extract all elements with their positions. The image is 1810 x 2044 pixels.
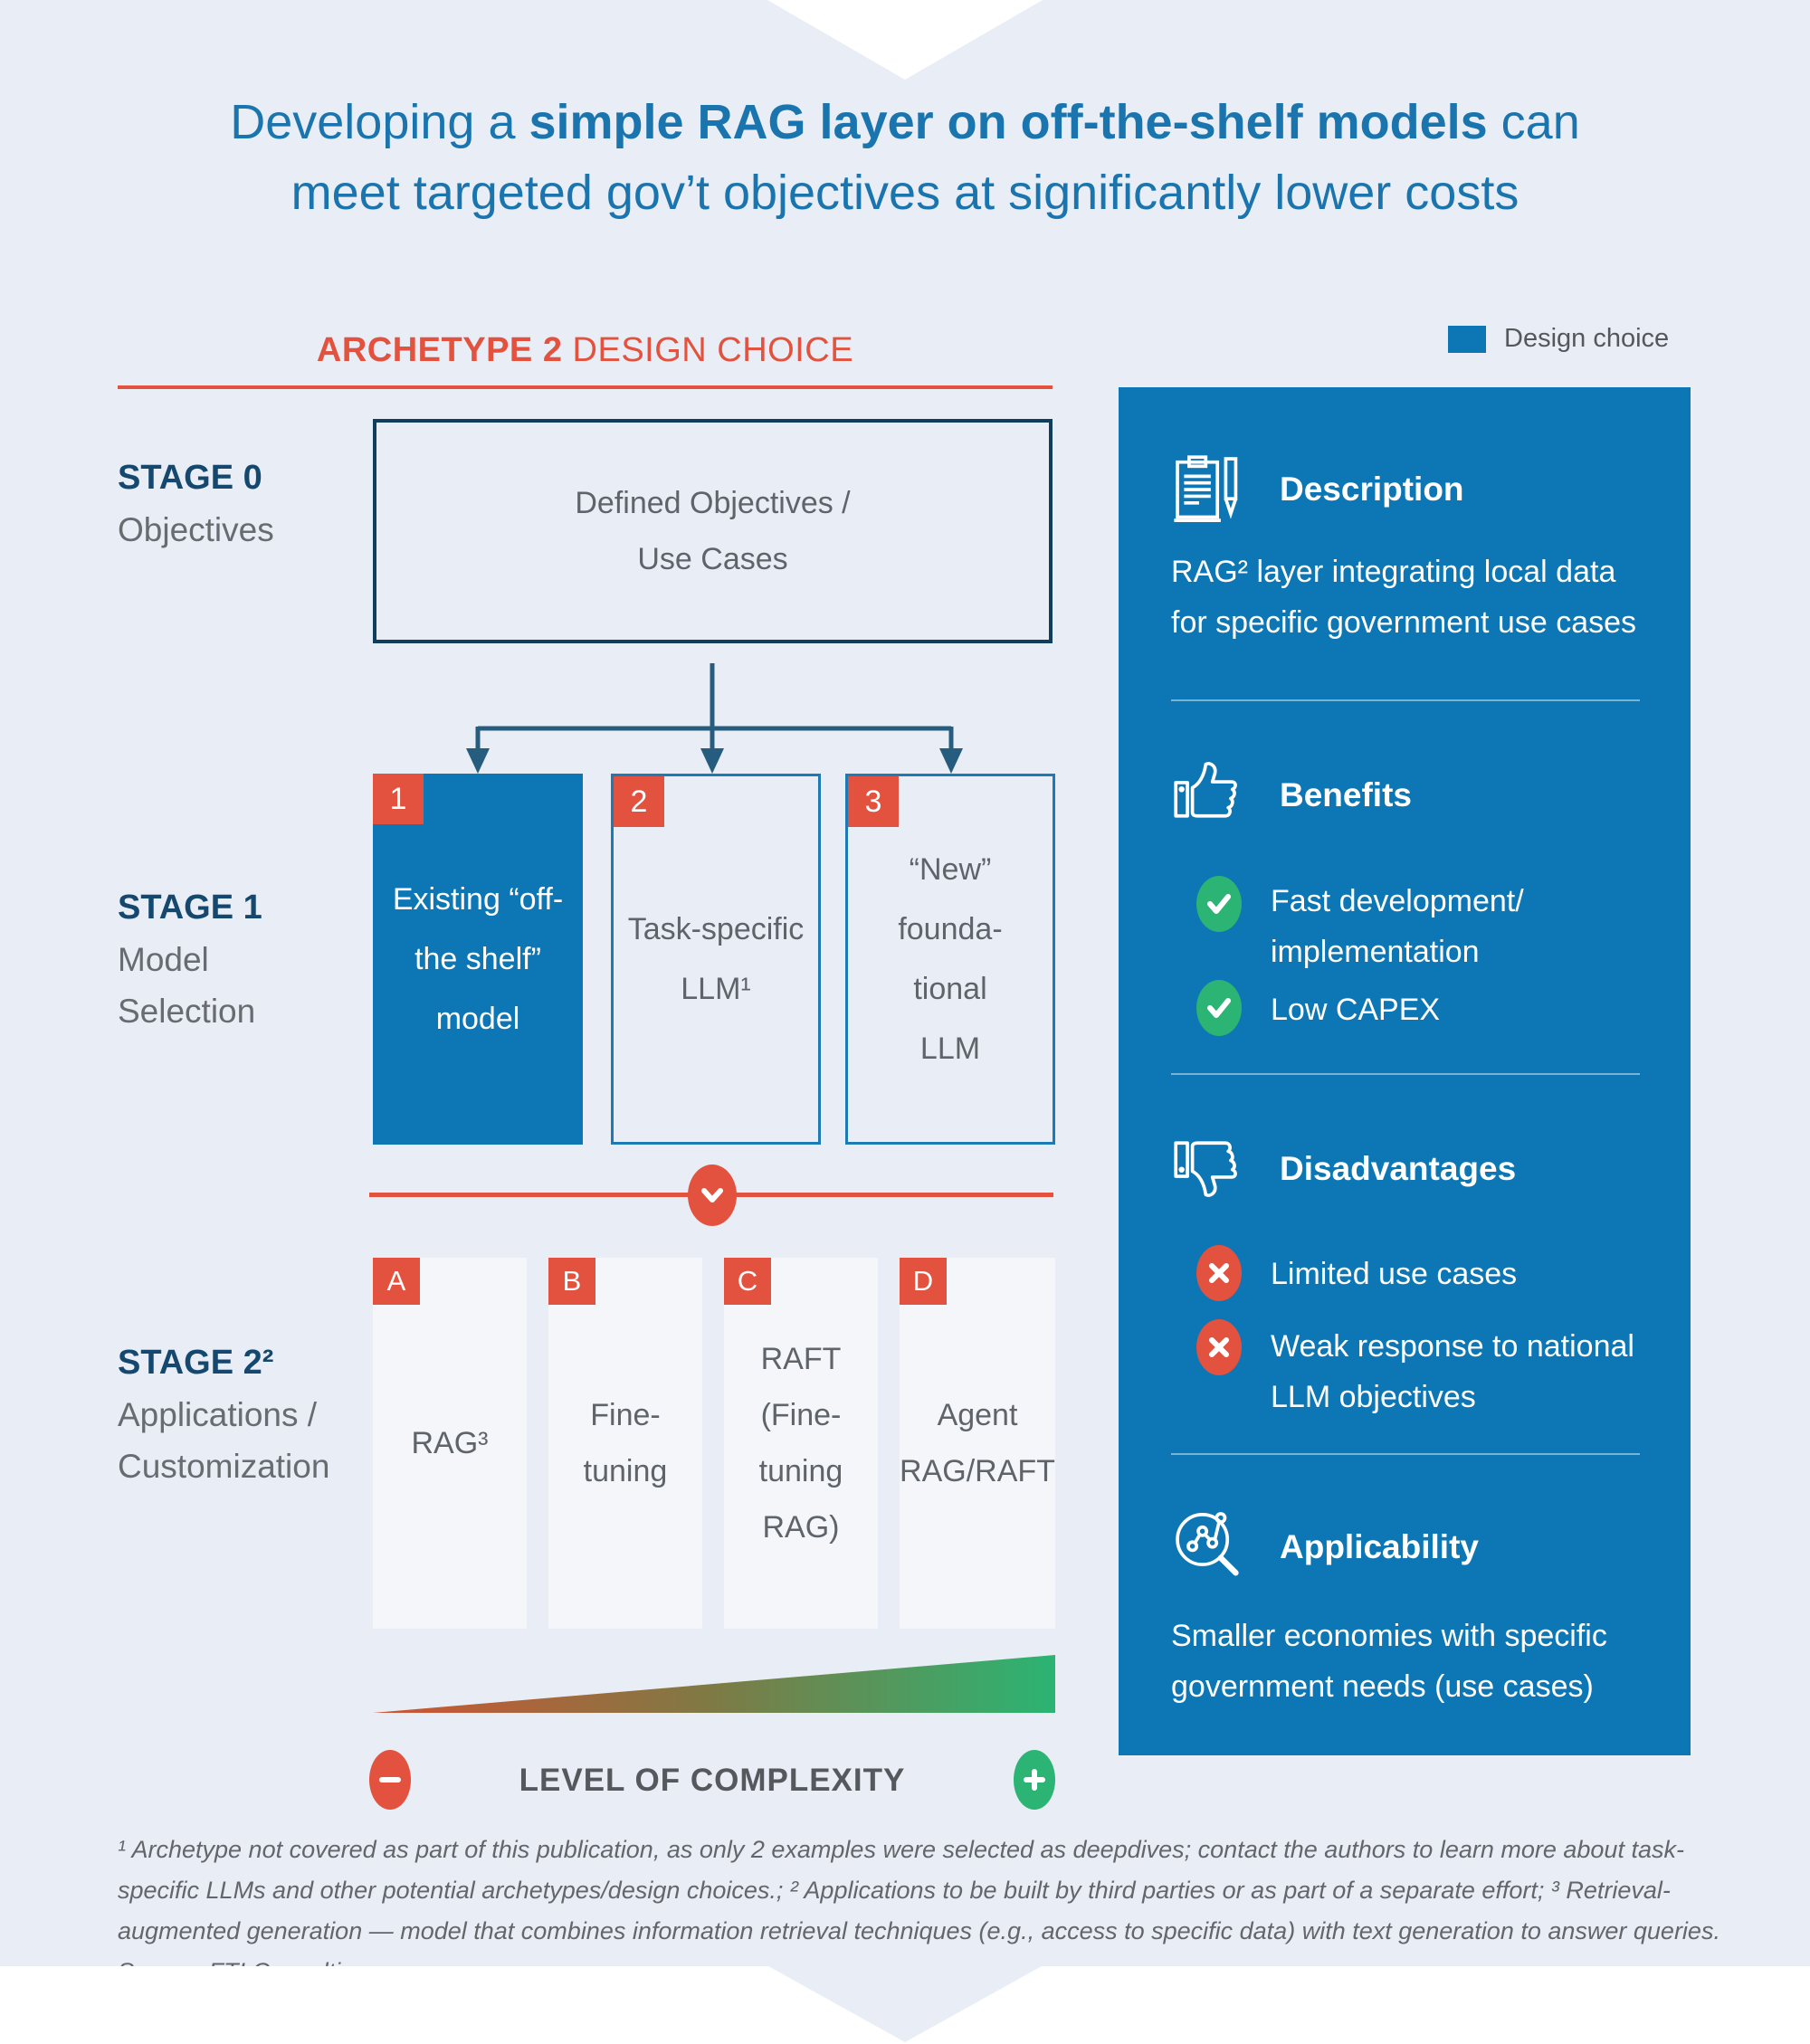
archetype-header-rest: DESIGN CHOICE	[562, 331, 854, 369]
top-chevron-decoration	[767, 0, 1043, 80]
optionB-line1: Fine-	[590, 1398, 661, 1432]
disadvantages-heading: Disadvantages	[1280, 1150, 1517, 1187]
thumbs-up-icon	[1174, 762, 1237, 818]
model-option-new-foundational-llm: 3 “New” founda- tional LLM	[845, 774, 1055, 1145]
bottom-chevron-decoration	[768, 1966, 1042, 2042]
legend: Design choice	[1448, 324, 1669, 354]
objectives-box: Defined Objectives / Use Cases	[373, 419, 1053, 643]
disadvantage2-line2: LLM objectives	[1271, 1380, 1476, 1414]
option-tag-a: A	[373, 1258, 420, 1305]
thumbs-down-icon	[1174, 1141, 1237, 1197]
optionA-line1: RAG³	[411, 1426, 489, 1460]
objectives-box-line1: Defined Objectives /	[575, 486, 851, 520]
design-choice-detail-panel: Description RAG² layer integrating local…	[1119, 387, 1691, 1755]
option3-line3: tional	[913, 972, 987, 1006]
benefits-heading: Benefits	[1280, 776, 1412, 813]
clipboard-pen-icon	[1174, 455, 1238, 522]
applicability-heading: Applicability	[1280, 1528, 1479, 1565]
archetype-header-rule	[118, 385, 1053, 389]
option1-line2: the shelf”	[414, 942, 541, 976]
footnote-line3: augmented generation — model that combin…	[118, 1917, 1720, 1944]
applicability-line1: Smaller economies with specific	[1171, 1619, 1607, 1653]
option1-line1: Existing “off-	[392, 882, 564, 917]
complexity-gradient-wedge	[373, 1655, 1055, 1713]
optionC-line1: RAFT	[760, 1342, 842, 1376]
stage2-title: STAGE 2²	[118, 1344, 274, 1382]
magnifier-network-icon	[1176, 1512, 1239, 1576]
complexity-axis-label: LEVEL OF COMPLEXITY	[519, 1763, 906, 1798]
option1-line3: model	[435, 1002, 520, 1036]
flow-connector-arrows	[466, 663, 963, 774]
optionD-line1: Agent	[937, 1398, 1018, 1432]
stage2-subtitle-line2: Customization	[118, 1448, 330, 1485]
stage1-subtitle-line1: Model	[118, 941, 209, 978]
benefit1-line2: implementation	[1271, 935, 1480, 969]
page-title-line2: meet targeted gov’t objectives at signif…	[291, 166, 1519, 220]
option-tag-1: 1	[373, 774, 424, 824]
stage2-subtitle-line1: Applications /	[118, 1396, 318, 1433]
objectives-box-line2: Use Cases	[637, 542, 788, 576]
stage1-label: STAGE 1 Model Selection	[118, 882, 389, 1037]
disadvantage1-line1: Limited use cases	[1271, 1257, 1518, 1291]
option2-line1: Task-specific	[627, 912, 805, 946]
footnote-line2: specific LLMs and other potential archet…	[118, 1877, 1671, 1904]
disadvantage2-line1: Weak response to national	[1271, 1329, 1634, 1364]
stage1-title: STAGE 1	[118, 889, 262, 927]
option-tag-2: 2	[614, 776, 664, 827]
stage1-subtitle-line2: Selection	[118, 993, 256, 1030]
check-icon	[1196, 980, 1242, 1036]
application-option-agent-rag-raft: D Agent RAG/RAFT	[900, 1258, 1055, 1629]
benefit1-line1: Fast development/	[1271, 884, 1524, 918]
stage0-subtitle: Objectives	[118, 511, 274, 548]
optionD-line2: RAG/RAFT	[900, 1454, 1055, 1488]
x-icon	[1196, 1245, 1242, 1301]
archetype-header: ARCHETYPE 2 DESIGN CHOICE	[118, 331, 1053, 370]
option-tag-3: 3	[848, 776, 899, 827]
design-choice-swatch-icon	[1448, 325, 1486, 353]
model-option-task-specific-llm: 2 Task-specific LLM¹	[611, 774, 821, 1145]
option2-line2: LLM¹	[681, 972, 751, 1006]
plus-icon	[1014, 1750, 1055, 1810]
title-regular: Developing a	[230, 95, 529, 149]
model-option-existing-off-the-shelf: 1 Existing “off- the shelf” model	[373, 774, 583, 1145]
application-option-rag: A RAG³	[373, 1258, 527, 1629]
option3-line4: LLM	[919, 1032, 981, 1066]
panel-divider	[1171, 1453, 1640, 1455]
check-icon	[1196, 876, 1242, 932]
optionC-line4: RAG)	[762, 1510, 840, 1545]
x-icon	[1196, 1319, 1242, 1375]
application-option-raft: C RAFT (Fine- tuning RAG)	[724, 1258, 878, 1629]
option-tag-b: B	[548, 1258, 595, 1305]
stage0-title: STAGE 0	[118, 459, 262, 497]
stage2-label: STAGE 2² Applications / Customization	[118, 1337, 389, 1492]
option-tag-d: D	[900, 1258, 947, 1305]
optionC-line2: (Fine-	[760, 1398, 842, 1432]
application-option-fine-tuning: B Fine- tuning	[548, 1258, 702, 1629]
applicability-line2: government needs (use cases)	[1171, 1669, 1594, 1704]
page-title: Developing a simple RAG layer on off-the…	[0, 87, 1810, 228]
option-tag-c: C	[724, 1258, 771, 1305]
description-line1: RAG² layer integrating local data	[1171, 555, 1616, 589]
optionB-line2: tuning	[583, 1454, 668, 1488]
title-suffix: can	[1487, 95, 1580, 149]
chevron-down-icon	[688, 1165, 737, 1226]
page-title-line1: Developing a simple RAG layer on off-the…	[0, 87, 1810, 157]
option3-line2: founda-	[898, 912, 1003, 946]
panel-divider	[1171, 699, 1640, 701]
option3-line1: “New”	[909, 852, 992, 887]
legend-label: Design choice	[1504, 324, 1670, 353]
footnote-line1: ¹ Archetype not covered as part of this …	[118, 1836, 1684, 1863]
benefit2-line1: Low CAPEX	[1271, 993, 1441, 1027]
archetype-header-bold: ARCHETYPE 2	[316, 331, 563, 369]
panel-divider	[1171, 1073, 1640, 1075]
optionC-line3: tuning	[758, 1454, 843, 1488]
description-line2: for specific government use cases	[1171, 605, 1637, 640]
minus-icon	[369, 1750, 411, 1810]
title-bold: simple RAG layer on off-the-shelf models	[529, 95, 1488, 149]
description-heading: Description	[1280, 471, 1464, 508]
stage0-label: STAGE 0 Objectives	[118, 452, 389, 556]
